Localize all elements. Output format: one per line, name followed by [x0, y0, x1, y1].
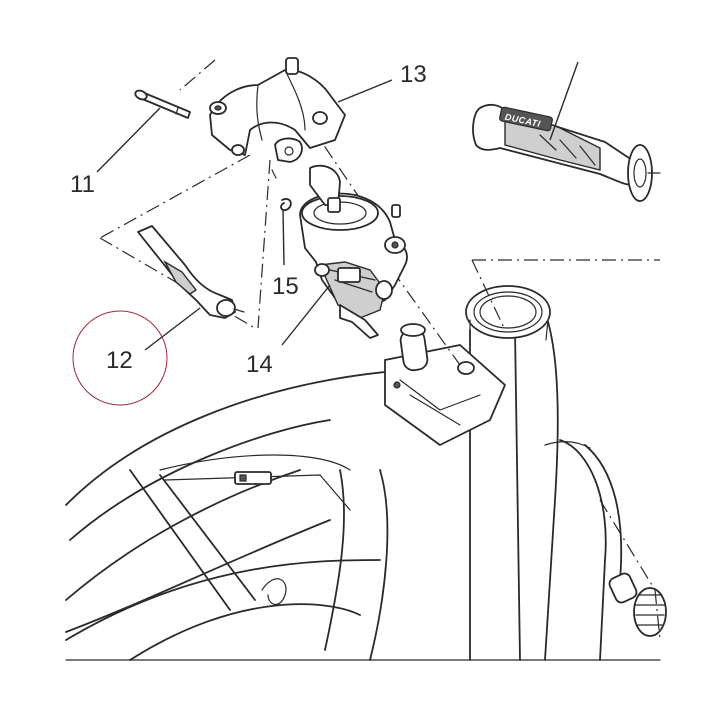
- callout-13: 13: [400, 61, 427, 88]
- head-bearing-cup: [465, 285, 551, 341]
- callout-14: 14: [246, 351, 273, 378]
- callout-11: 11: [70, 171, 95, 198]
- callout-15: 15: [272, 273, 299, 300]
- callout-12: 12: [106, 347, 133, 374]
- handlebar-grip: DUCATI: [472, 103, 661, 202]
- frame-mounting-bracket: [384, 323, 506, 446]
- callout-12-highlight-circle: [72, 310, 168, 406]
- part-13-bracket: [209, 57, 346, 179]
- leader-lines: [96, 61, 579, 351]
- callout-labels: 11 12 13 14 15: [70, 61, 427, 406]
- part-14-ignition-lock: [299, 164, 408, 339]
- frame-tubes: [65, 299, 667, 661]
- part-11-pin: [134, 89, 191, 119]
- part-12-plate: [137, 225, 245, 319]
- part-15-clip: [280, 198, 292, 212]
